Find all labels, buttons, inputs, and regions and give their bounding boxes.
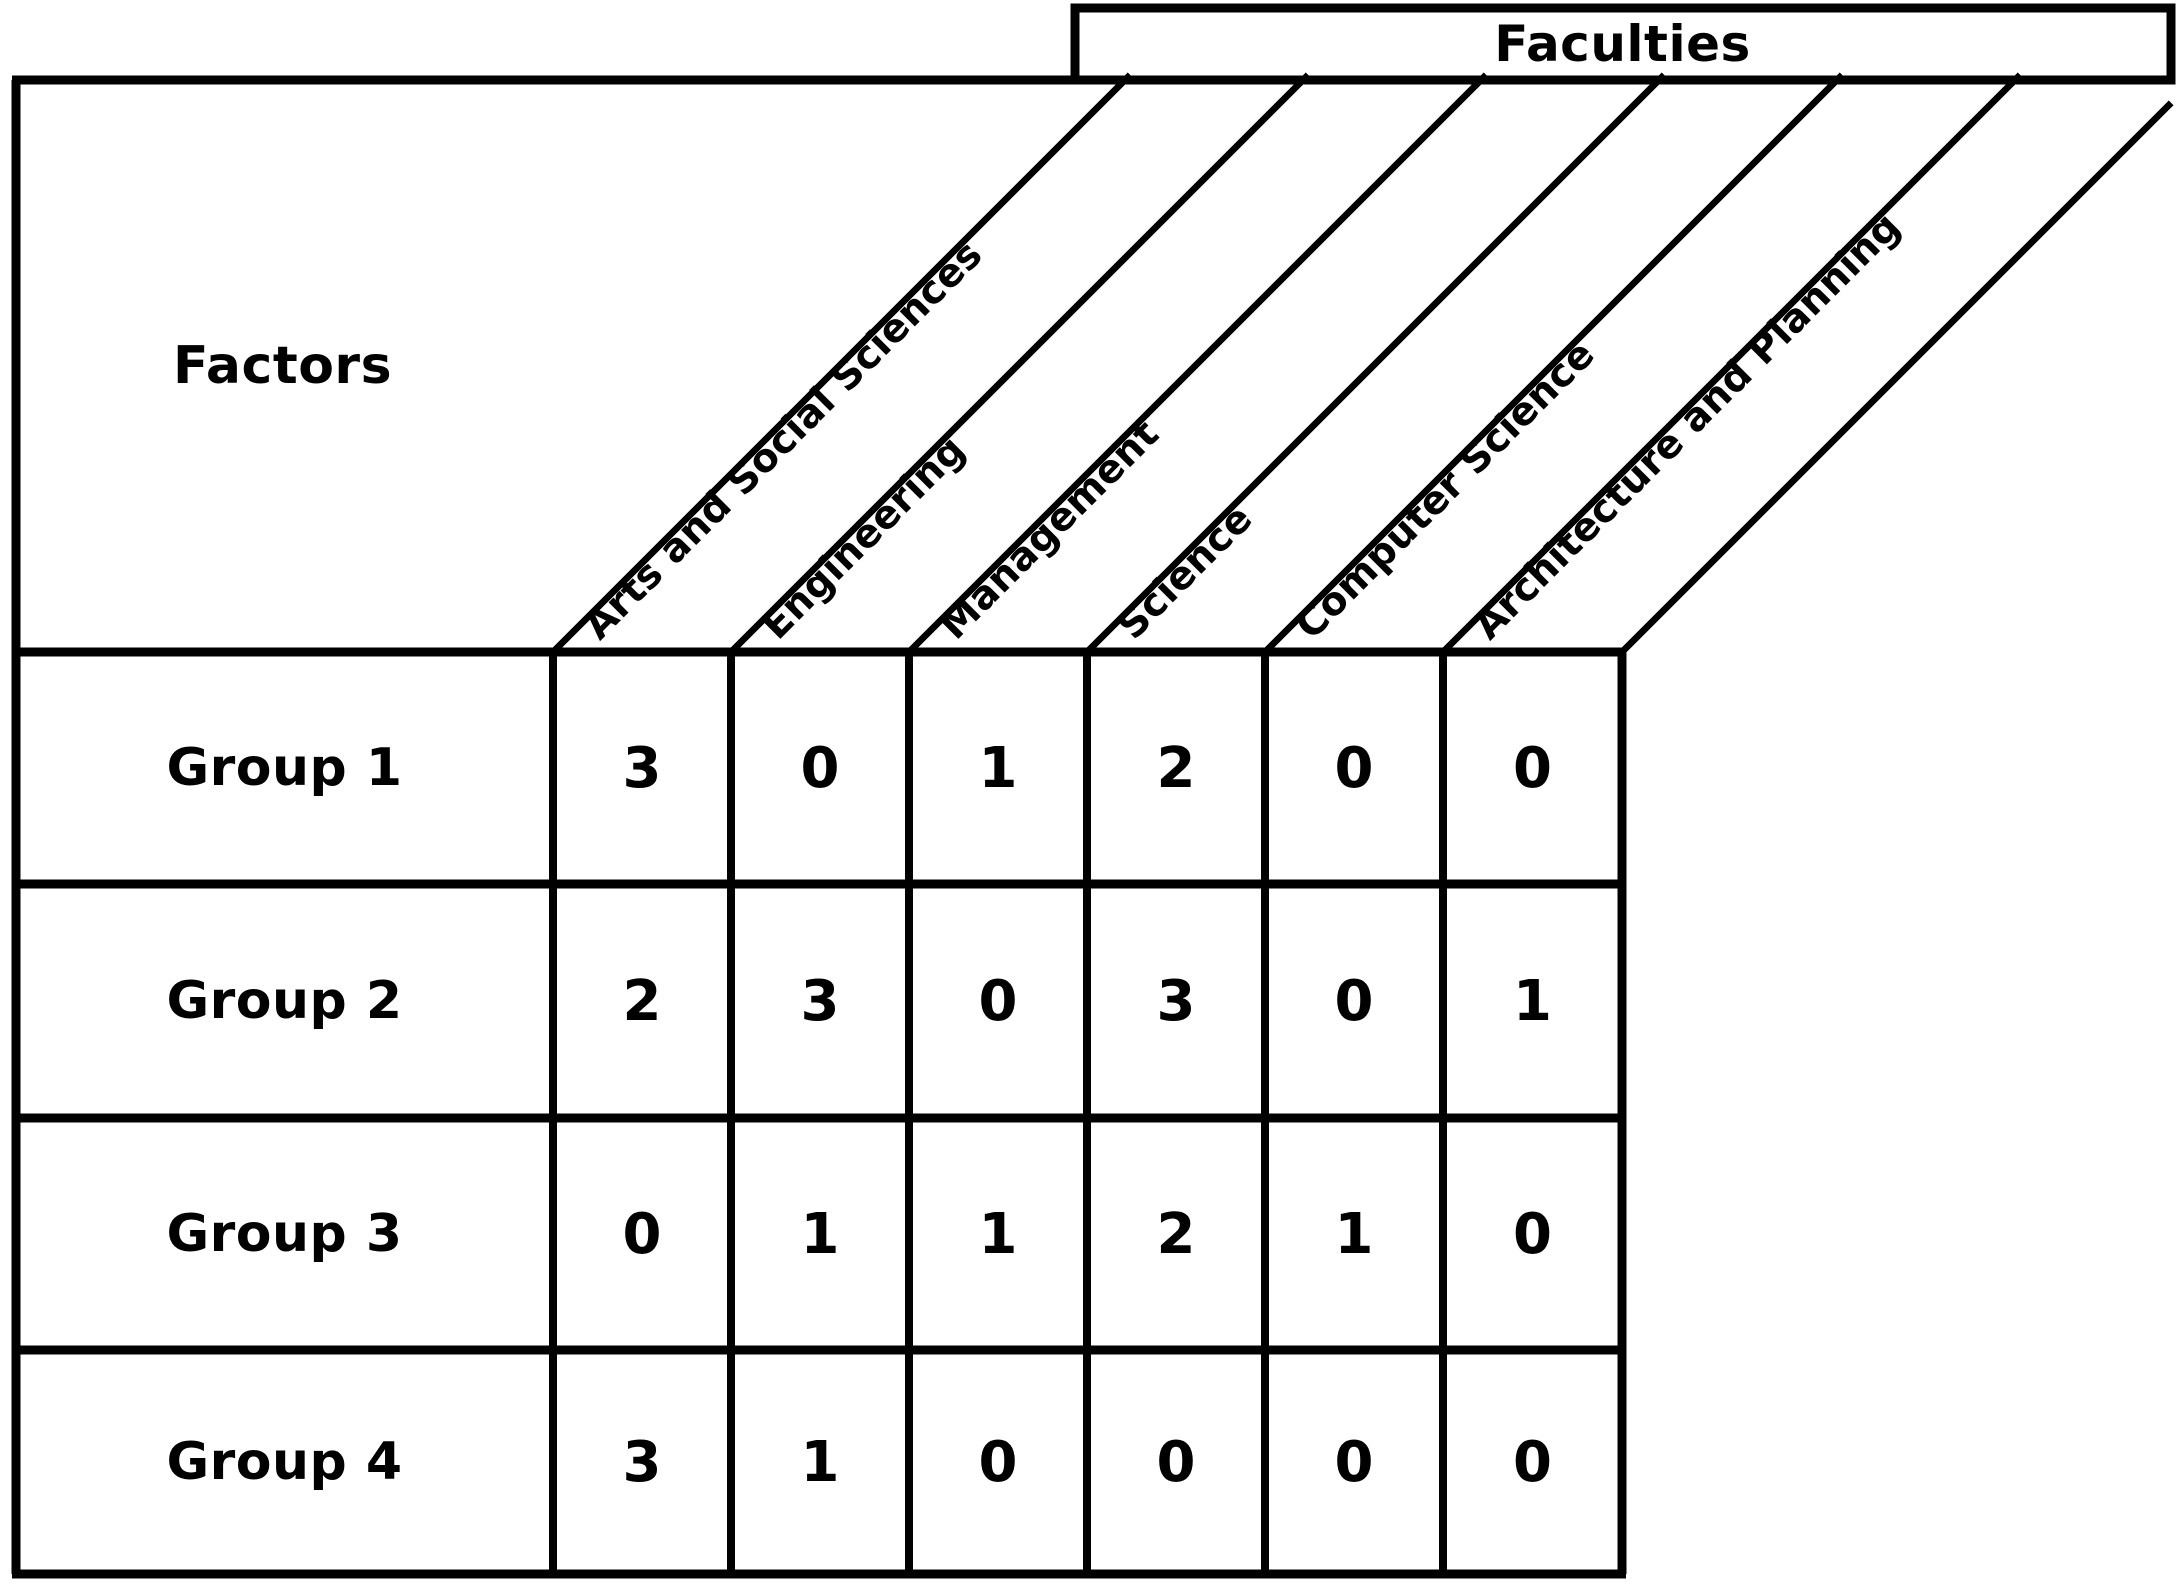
table-cell: 0 (800, 735, 840, 801)
table-cell: 2 (622, 968, 662, 1034)
table-cell: 1 (800, 1201, 840, 1267)
row-label-3: Group 4 (166, 1432, 403, 1492)
table-cell: 1 (978, 735, 1018, 801)
faculties-header-label: Faculties (1494, 15, 1751, 73)
table-cell: 3 (622, 735, 662, 801)
diag-sep-1 (728, 72, 1311, 655)
table-cell: 0 (622, 1201, 662, 1267)
table-cell: 3 (800, 968, 840, 1034)
table-cell: 0 (978, 968, 1018, 1034)
diag-sep-4 (1262, 72, 1845, 655)
table-cell: 0 (1334, 1429, 1374, 1495)
table-cell: 0 (1513, 735, 1552, 801)
table-cell: 1 (800, 1429, 840, 1495)
diag-sep-0 (550, 72, 1133, 655)
table-cell: 0 (1513, 1201, 1552, 1267)
table-cell: 2 (1156, 735, 1196, 801)
row-label-0: Group 1 (166, 738, 403, 798)
table-cell: 0 (1334, 735, 1374, 801)
row-label-1: Group 2 (166, 971, 403, 1031)
table-cell: 0 (1513, 1429, 1552, 1495)
factors-corner-label: Factors (172, 336, 393, 396)
table-cell: 3 (1156, 968, 1196, 1034)
diag-sep-2 (906, 72, 1489, 655)
faculties-banner-box (1070, 3, 2176, 85)
table-cell: 3 (622, 1429, 662, 1495)
table-cell: 0 (978, 1429, 1018, 1495)
row-label-2: Group 3 (166, 1204, 403, 1264)
table-cell: 2 (1156, 1201, 1196, 1267)
table-cell: 0 (1334, 968, 1374, 1034)
table-cell: 1 (1513, 968, 1552, 1034)
table-cell: 1 (978, 1201, 1018, 1267)
diag-sep-5 (1440, 72, 2023, 655)
table-cell: 1 (1334, 1201, 1374, 1267)
table-cell: 0 (1156, 1429, 1196, 1495)
diag-sep-3 (1084, 72, 1667, 655)
diag-sep-6 (1619, 100, 2174, 655)
